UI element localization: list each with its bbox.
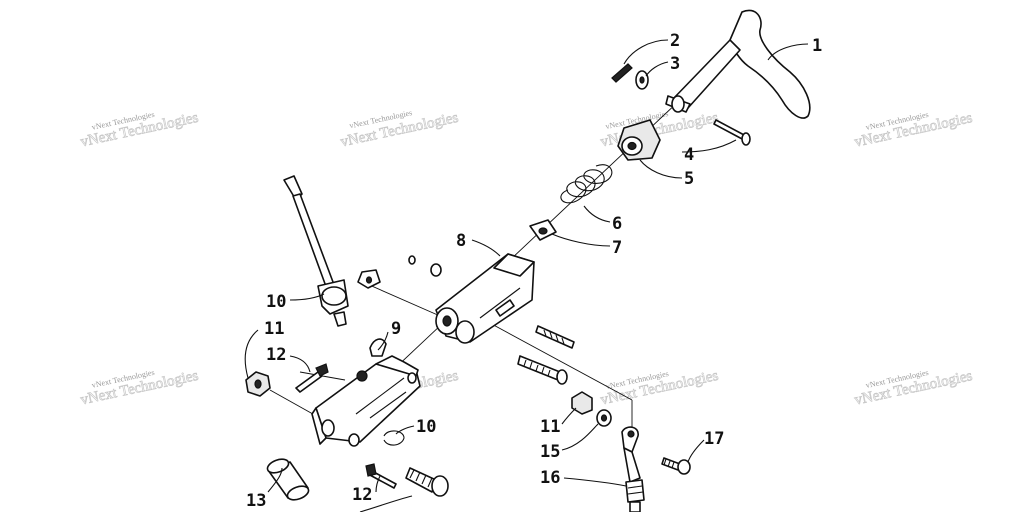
callout-labels: 1 2 3 4 5 6 7 8 9 10 10 11 11 12 12 13 1… xyxy=(246,31,822,511)
flat-washer-lower xyxy=(596,409,612,427)
mounting-plate xyxy=(529,219,557,241)
callout-11-left: 11 xyxy=(264,319,284,339)
leader-6 xyxy=(583,205,611,223)
roll-pin-lower xyxy=(365,463,397,489)
leader-4 xyxy=(681,139,737,153)
callout-16: 16 xyxy=(540,468,560,488)
leader-12-top xyxy=(289,355,311,373)
callout-10-bottom: 10 xyxy=(416,417,436,437)
leader-9 xyxy=(377,331,389,351)
throttle-lever xyxy=(665,9,811,119)
leader-12-bottom xyxy=(375,475,381,493)
callout-4: 4 xyxy=(684,145,694,165)
callout-17: 17 xyxy=(704,429,724,449)
leader-5 xyxy=(639,159,683,179)
leader-7 xyxy=(551,233,611,247)
mounting-bracket xyxy=(311,355,421,447)
throttle-cable-switch xyxy=(283,175,349,327)
lock-nut-right xyxy=(571,391,593,415)
leader-10-bottom xyxy=(395,425,415,435)
callout-11-right: 11 xyxy=(540,417,560,437)
leader-10-top xyxy=(289,293,325,301)
callout-3: 3 xyxy=(670,54,680,74)
return-spring xyxy=(560,164,613,204)
callout-13: 13 xyxy=(246,491,266,511)
watermark: vNext Technologies vNext Technologies xyxy=(853,368,974,409)
long-screw xyxy=(517,355,568,385)
leader-bottom-cut xyxy=(359,495,413,512)
leader-16 xyxy=(563,477,627,487)
watermark: vNext Technologies vNext Technologies xyxy=(599,367,720,408)
throttle-cable xyxy=(621,426,645,512)
callout-5: 5 xyxy=(684,169,694,189)
callout-15: 15 xyxy=(540,442,560,462)
cable-screw xyxy=(661,457,691,475)
watermark: vNext Technologies vNext Technologies xyxy=(853,110,974,151)
bracket-screw xyxy=(405,467,449,497)
flat-washer xyxy=(635,70,649,90)
watermark: vNext Technologies vNext Technologies xyxy=(79,367,200,408)
bolt-axis-line xyxy=(487,321,633,401)
callout-6: 6 xyxy=(612,214,622,234)
sleeve-bushing xyxy=(266,458,310,501)
callout-12-bottom: 12 xyxy=(352,485,372,505)
throttle-housing xyxy=(435,253,535,344)
leader-15 xyxy=(561,423,599,451)
watermark: vNext Technologies vNext Technologies xyxy=(599,109,720,151)
spacer-washers xyxy=(357,255,442,289)
leader-13 xyxy=(267,467,283,493)
leader-17 xyxy=(687,439,705,463)
callout-12-top: 12 xyxy=(266,345,286,365)
lock-nut-left xyxy=(245,371,271,397)
leader-8 xyxy=(471,239,501,257)
callout-2: 2 xyxy=(670,31,680,51)
roll-pin-upper xyxy=(295,363,329,393)
callout-1: 1 xyxy=(812,36,822,56)
leader-lines xyxy=(244,39,809,512)
retaining-clip xyxy=(369,338,387,357)
callout-7: 7 xyxy=(612,238,622,258)
callout-9: 9 xyxy=(391,319,401,339)
housing-bolt xyxy=(535,325,575,349)
leader-2 xyxy=(623,39,669,65)
watermark: vNext Technologies vNext Technologies xyxy=(339,108,460,151)
callout-10-top: 10 xyxy=(266,292,286,312)
watermark: vNext Technologies vNext Technologies xyxy=(79,109,200,150)
pivot-pin xyxy=(713,119,751,146)
leader-1 xyxy=(767,43,809,61)
snap-ring xyxy=(383,430,405,446)
adjuster-nut xyxy=(617,119,661,161)
callout-8: 8 xyxy=(456,231,466,251)
leader-11-right xyxy=(561,407,577,425)
leader-3 xyxy=(645,61,669,77)
cotter-pin xyxy=(611,63,633,83)
leader-11-left xyxy=(244,329,259,379)
